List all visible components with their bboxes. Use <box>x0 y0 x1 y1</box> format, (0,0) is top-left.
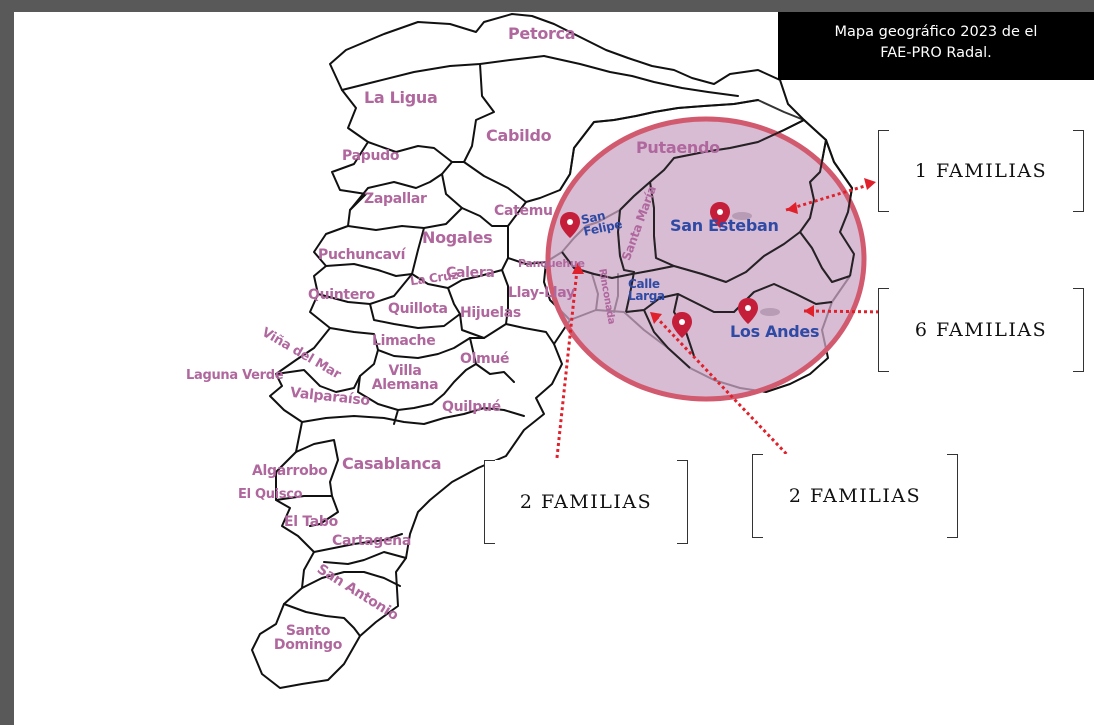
label-puchuncavi: Puchuncaví <box>318 247 406 263</box>
callout-calle-larga: 2 FAMILIAS <box>752 454 958 538</box>
callout-san-felipe-text: 2 FAMILIAS <box>519 491 653 513</box>
label-catemu: Catemu <box>494 203 553 219</box>
label-papudo: Papudo <box>342 148 400 164</box>
label-calera: Calera <box>446 265 495 281</box>
label-quintero: Quintero <box>308 287 375 303</box>
label-laguna-verde: Laguna Verde <box>186 368 284 383</box>
label-limache: Limache <box>372 333 436 349</box>
callout-putaendo-text: 1 FAMILIAS <box>914 160 1048 182</box>
callout-los-andes: 6 FAMILIAS <box>878 288 1084 372</box>
label-cartagena: Cartagena <box>332 533 411 549</box>
callout-san-felipe: 2 FAMILIAS <box>484 460 688 544</box>
map-title-line-1: Mapa geográfico 2023 de el <box>834 24 1038 40</box>
map-canvas: Petorca La Ligua Cabildo Putaendo Papudo… <box>14 12 1094 725</box>
label-olmue: Olmué <box>460 351 510 367</box>
region-map <box>251 13 896 689</box>
label-la-ligua: La Ligua <box>364 88 438 107</box>
label-hijuelas: Hijuelas <box>460 305 521 321</box>
label-el-quisco: El Quisco <box>238 487 303 502</box>
label-algarrobo: Algarrobo <box>252 463 328 479</box>
label-petorca: Petorca <box>508 24 576 43</box>
map-title-box: Mapa geográfico 2023 de el FAE-PRO Radal… <box>778 12 1094 80</box>
callout-putaendo: 1 FAMILIAS <box>878 130 1084 212</box>
label-llayllay: Llay-Llay <box>508 285 575 301</box>
highlight-zone <box>545 116 867 402</box>
label-san-esteban: San Esteban <box>670 216 779 235</box>
label-quillota: Quillota <box>388 301 448 317</box>
label-casablanca: Casablanca <box>342 454 442 473</box>
label-zapallar: Zapallar <box>364 191 427 207</box>
label-panquehue: Panquehue <box>518 257 585 270</box>
callout-los-andes-text: 6 FAMILIAS <box>914 319 1048 341</box>
label-putaendo: Putaendo <box>636 138 720 157</box>
arrow-los-andes <box>803 309 889 314</box>
map-title-line-2: FAE-PRO Radal. <box>880 45 992 61</box>
callout-calle-larga-text: 2 FAMILIAS <box>788 485 922 507</box>
arrow-calle-larga <box>654 315 798 466</box>
label-cabildo: Cabildo <box>486 126 552 145</box>
label-los-andes: Los Andes <box>730 322 820 341</box>
label-quilpue: Quilpué <box>442 399 501 415</box>
arrow-putaendo <box>785 183 869 212</box>
label-el-tabo: El Tabo <box>284 514 338 530</box>
label-nogales: Nogales <box>422 228 493 247</box>
